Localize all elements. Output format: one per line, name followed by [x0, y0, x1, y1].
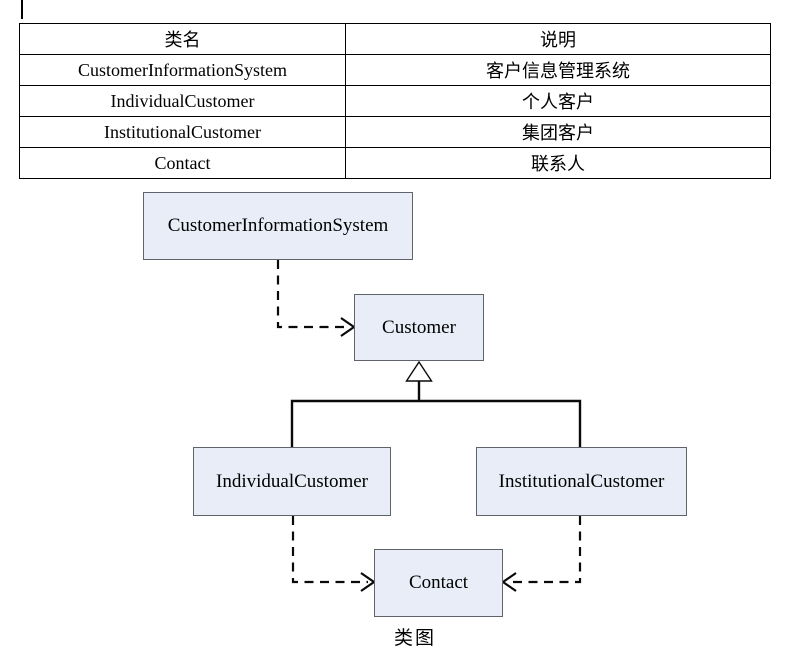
description-cell: 集团客户 — [345, 116, 771, 148]
class-name-cell: IndividualCustomer — [19, 85, 346, 117]
dependency-cis-to-customer — [276, 260, 356, 337]
column-header-class-name: 类名 — [19, 23, 346, 55]
class-node-individual-customer: IndividualCustomer — [193, 447, 391, 516]
text-cursor-artifact — [21, 0, 23, 19]
class-node-label: CustomerInformationSystem — [167, 215, 389, 236]
class-node-label: Contact — [408, 572, 469, 593]
class-node-customer: Customer — [354, 294, 484, 361]
table-row: Contact 联系人 — [19, 147, 771, 179]
generalization-tree — [290, 360, 582, 447]
class-node-label: Customer — [382, 316, 456, 338]
description-cell: 个人客户 — [345, 85, 771, 117]
description-cell: 客户信息管理系统 — [345, 54, 771, 86]
class-name-cell: Contact — [19, 147, 346, 179]
class-node-customer-information-system: CustomerInformationSystem — [143, 192, 413, 260]
class-node-institutional-customer: InstitutionalCustomer — [476, 447, 687, 516]
diagram-caption: 类图 — [393, 628, 436, 649]
table-row: IndividualCustomer 个人客户 — [19, 85, 771, 117]
class-node-label: InstitutionalCustomer — [498, 470, 665, 492]
column-header-description: 说明 — [345, 23, 771, 55]
class-node-contact: Contact — [374, 549, 503, 617]
hollow-triangle-arrowhead — [405, 360, 433, 382]
dependency-institutional-to-contact — [501, 516, 582, 592]
description-cell: 联系人 — [345, 147, 771, 179]
table-row: CustomerInformationSystem 客户信息管理系统 — [19, 54, 771, 86]
class-node-label: IndividualCustomer — [216, 470, 368, 492]
table-row: InstitutionalCustomer 集团客户 — [19, 116, 771, 148]
dependency-individual-to-contact — [291, 516, 376, 592]
class-name-cell: InstitutionalCustomer — [19, 116, 346, 148]
class-name-cell: CustomerInformationSystem — [19, 54, 346, 86]
table-header-row: 类名 说明 — [19, 23, 771, 55]
class-legend-table: 类名 说明 CustomerInformationSystem 客户信息管理系统… — [19, 23, 771, 179]
